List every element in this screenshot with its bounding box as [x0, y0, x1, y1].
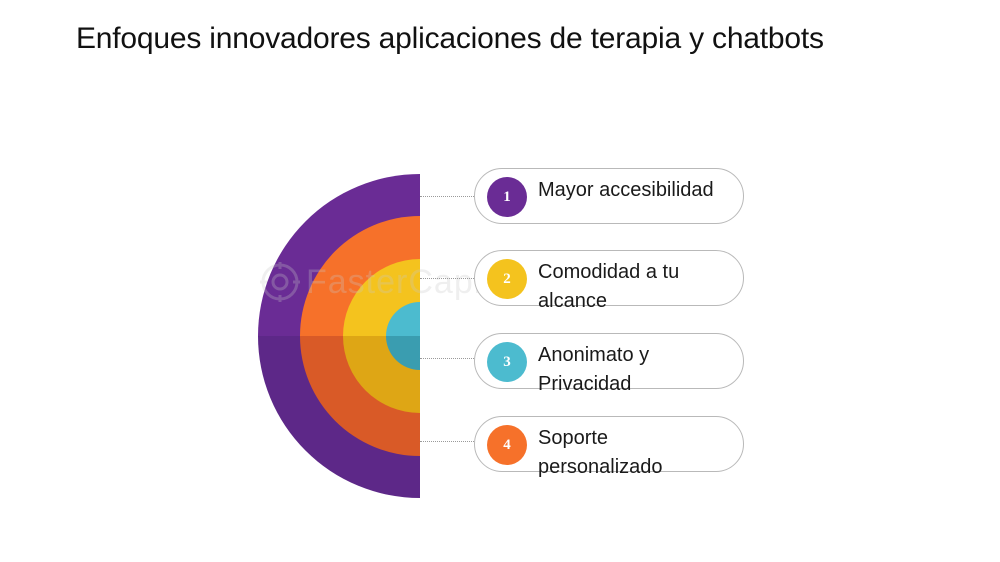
item-label: Anonimato y Privacidad [538, 344, 650, 395]
item-number-badge: 3 [487, 342, 527, 382]
slide-title: Enfoques innovadores aplicaciones de ter… [76, 22, 824, 55]
connector-line-3 [420, 358, 474, 359]
ring-4-lower-half [386, 336, 420, 370]
connector-line-1 [420, 196, 474, 197]
item-label: Mayor accesibilidad [538, 179, 714, 201]
item-card-1: 1 Mayor accesibilidad [474, 168, 744, 224]
item-card-4: 4 Soporte personalizado [474, 416, 744, 478]
item-card-3: 3 Anonimato y Privacidad [474, 333, 744, 395]
item-label: Soporte personalizado [538, 427, 663, 478]
connector-line-2 [420, 278, 474, 279]
item-number-badge: 2 [487, 259, 527, 299]
item-card-2: 2 Comodidad a tu alcance [474, 250, 744, 312]
item-number-badge: 4 [487, 425, 527, 465]
item-number-badge: 1 [487, 177, 527, 217]
connector-line-4 [420, 441, 474, 442]
watermark-logo-icon [260, 262, 300, 302]
item-label: Comodidad a tu alcance [538, 261, 680, 312]
ring-4-upper-half [386, 302, 420, 336]
